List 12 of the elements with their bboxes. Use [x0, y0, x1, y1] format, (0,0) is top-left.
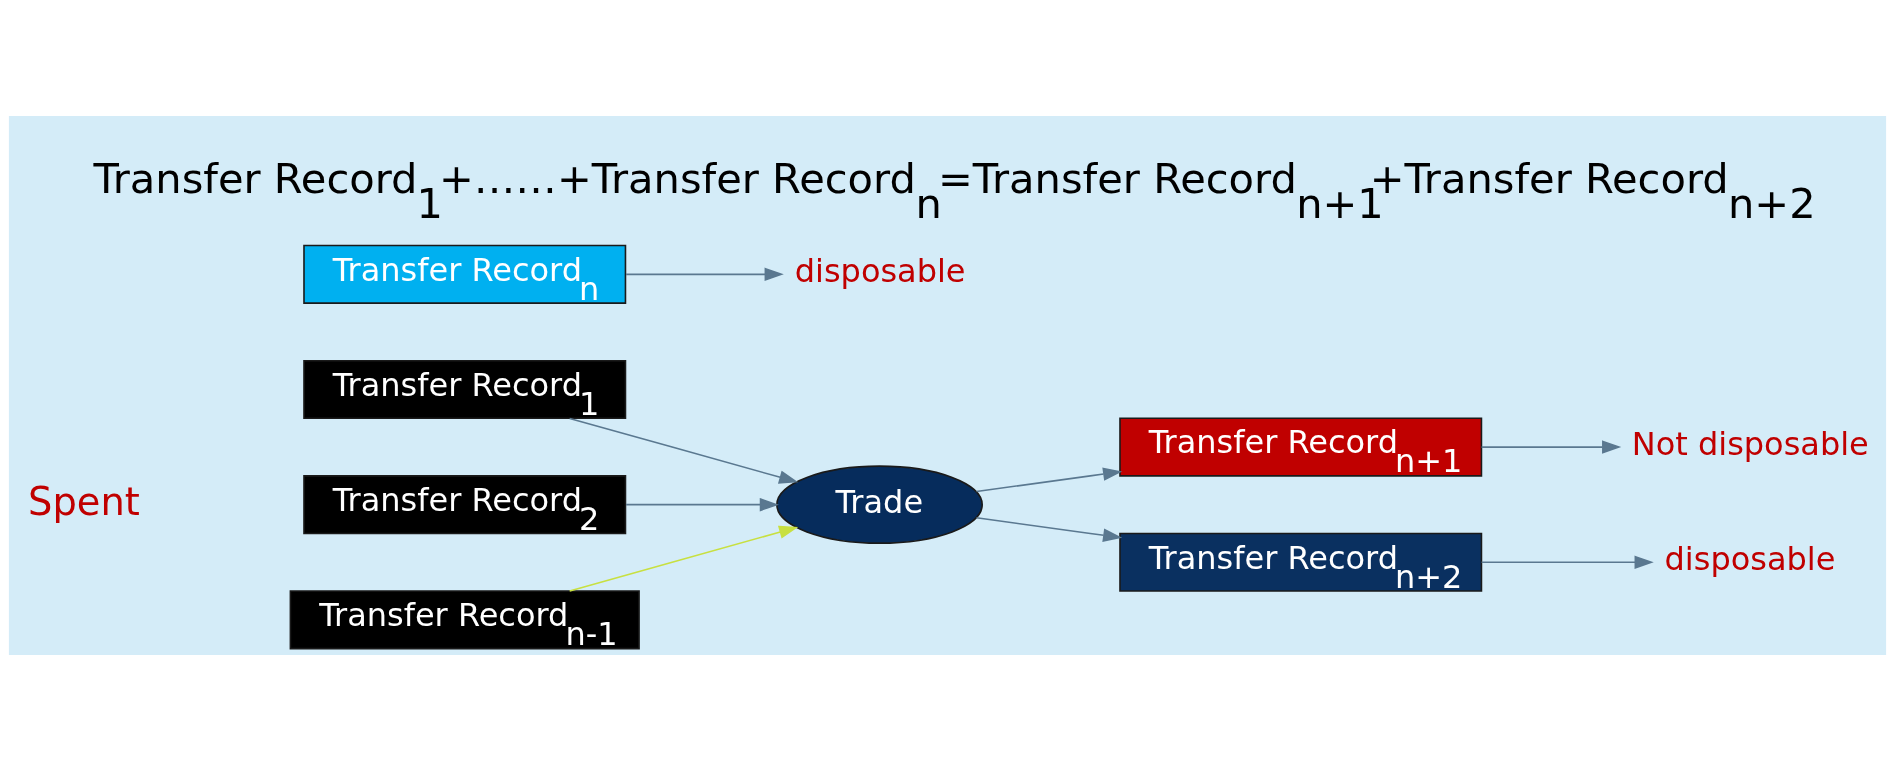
arrow — [568, 417, 799, 484]
label: Spent — [28, 478, 140, 524]
arrow — [975, 517, 1123, 542]
arrow — [1480, 555, 1654, 569]
arrow — [625, 267, 784, 282]
arrow — [625, 497, 779, 512]
arrow — [975, 467, 1123, 493]
node-text: disposable — [1664, 540, 1836, 579]
arrow — [1480, 440, 1622, 454]
arrow — [568, 525, 799, 592]
node-text: disposable — [794, 252, 966, 291]
node-text: Not disposable — [1631, 425, 1869, 464]
